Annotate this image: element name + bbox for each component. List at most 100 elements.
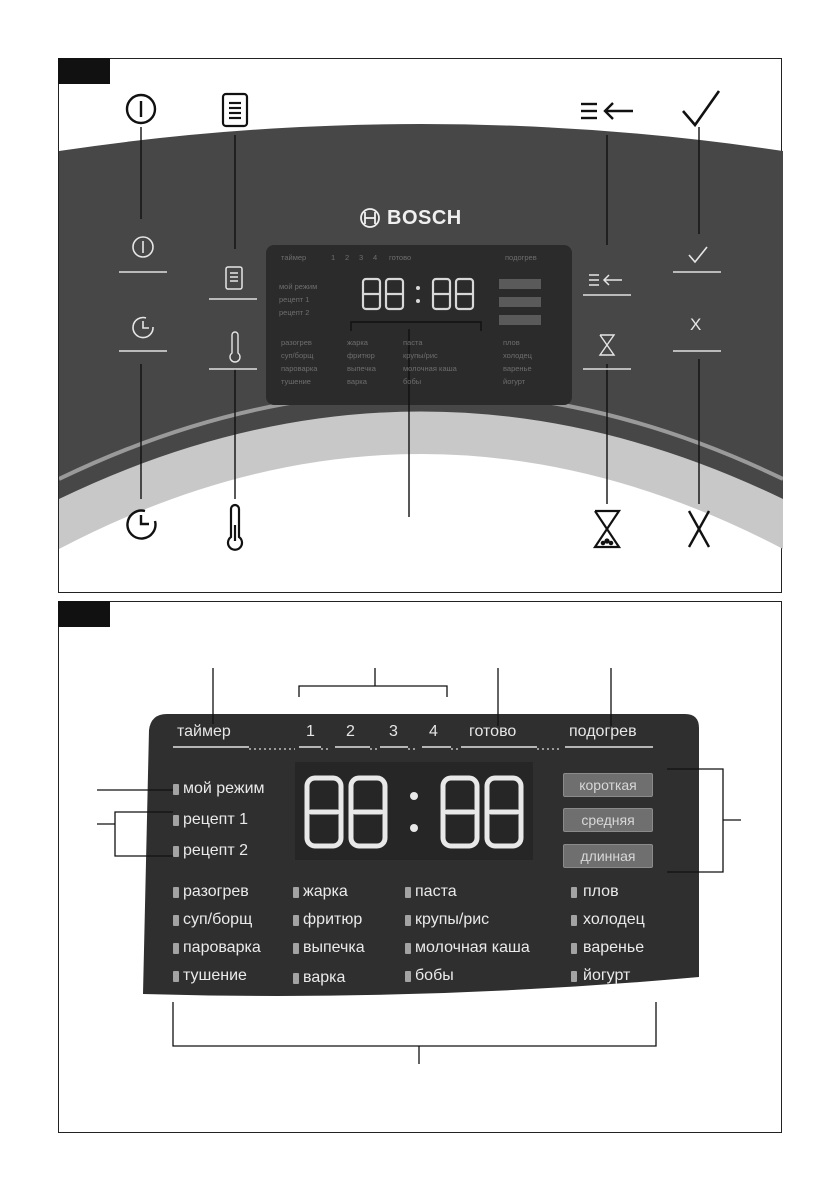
mini-p1-3: тушение <box>281 377 311 386</box>
mini-btn-2 <box>499 315 541 325</box>
program-pasta: паста <box>415 883 457 900</box>
mini-p3-3: бобы <box>403 377 422 386</box>
led-c3-1 <box>405 915 411 926</box>
list-back-icon <box>581 102 633 120</box>
mini-p4-0: плов <box>503 338 520 347</box>
program-deep-fry: фритюр <box>303 911 363 928</box>
seven-segment-display <box>304 775 524 849</box>
button-medium[interactable]: средняя <box>563 808 653 832</box>
mini-warm: подогрев <box>505 253 537 262</box>
mini-p3-1: крупы/рис <box>403 351 438 360</box>
program-reheat: разогрев <box>183 883 249 900</box>
mini-btn-0 <box>499 279 541 289</box>
power-button[interactable] <box>132 236 154 258</box>
led-c2-2 <box>293 943 299 954</box>
cancel-button-label[interactable]: X <box>690 315 702 334</box>
label-warm: подогрев <box>569 723 637 740</box>
program-fry: жарка <box>303 883 348 900</box>
outer-icons <box>125 90 721 551</box>
led-c4-1 <box>571 915 577 926</box>
clock-button[interactable] <box>132 316 154 339</box>
program-grains: крупы/рис <box>415 911 490 928</box>
led-c3-0 <box>405 887 411 898</box>
program-yogurt: йогурт <box>583 967 631 984</box>
mini-p2-3: варка <box>347 377 367 386</box>
menu-icon <box>221 92 249 128</box>
mini-d1: 1 <box>331 253 336 262</box>
body-button-icons <box>132 208 708 363</box>
mini-p2-2: выпечка <box>347 364 376 373</box>
thermometer-icon <box>226 503 244 551</box>
mode-recipe-1: рецепт 1 <box>183 811 249 828</box>
mini-d3: 3 <box>359 253 364 262</box>
led-c1-3 <box>173 971 179 982</box>
hourglass-icon <box>592 509 622 549</box>
led-c1-2 <box>173 943 179 954</box>
mini-mode-0: мой режим <box>279 282 318 291</box>
led-recipe-2 <box>173 846 179 857</box>
mini-ready: готово <box>389 253 412 262</box>
button-long[interactable]: длинная <box>563 844 653 868</box>
check-icon <box>682 90 721 128</box>
program-stew: тушение <box>183 967 247 984</box>
mini-p4-3: йогурт <box>503 377 526 386</box>
led-c3-3 <box>405 971 411 982</box>
mini-p3-2: молочная каша <box>403 364 457 373</box>
label-digit-2: 2 <box>346 723 355 740</box>
program-steam: пароварка <box>183 939 261 956</box>
program-aspic: холодец <box>583 911 645 928</box>
led-c4-0 <box>571 887 577 898</box>
power-icon <box>125 93 157 125</box>
led-c3-2 <box>405 943 411 954</box>
program-pilaf: плов <box>583 883 619 900</box>
mini-timer: таймер <box>281 253 307 262</box>
program-bake: выпечка <box>303 939 365 956</box>
figure-tab-2 <box>58 601 110 627</box>
program-porridge: молочная каша <box>415 939 530 956</box>
menu-button[interactable] <box>225 266 243 290</box>
program-soup: суп/борщ <box>183 911 253 928</box>
label-digit-4: 4 <box>429 723 438 740</box>
program-boil: варка <box>303 969 346 986</box>
cooker-drawing <box>59 124 783 549</box>
mini-p2-1: фритюр <box>347 351 375 360</box>
mini-p4-1: холодец <box>503 351 532 360</box>
led-c1-1 <box>173 915 179 926</box>
figure-tab <box>58 58 110 84</box>
led-c4-2 <box>571 943 577 954</box>
control-panel-figure: BOSCH X таймер 1 2 3 4 готово подогрев м… <box>58 58 783 593</box>
check-button-icon[interactable] <box>688 246 708 264</box>
mini-p2-0: жарка <box>347 338 368 347</box>
mini-p3-0: паста <box>403 338 423 347</box>
led-my-mode <box>173 784 179 795</box>
label-ready: готово <box>469 723 517 740</box>
mini-p1-1: суп/борщ <box>281 351 314 360</box>
mini-p1-0: разогрев <box>281 338 312 347</box>
x-cancel-icon <box>687 510 711 548</box>
brand-name: BOSCH <box>387 207 462 229</box>
button-short[interactable]: короткая <box>563 773 653 797</box>
mode-my-mode: мой режим <box>183 780 265 797</box>
label-digit-1: 1 <box>306 723 315 740</box>
bosch-logo-icon <box>360 208 380 228</box>
mini-mode-1: рецепт 1 <box>279 295 310 304</box>
label-timer: таймер <box>177 723 231 740</box>
list-back-button[interactable] <box>589 274 622 286</box>
led-c4-3 <box>571 971 577 982</box>
mini-btn-1 <box>499 297 541 307</box>
display-drawing <box>97 668 741 1064</box>
mini-d4: 4 <box>373 253 378 262</box>
hourglass-button[interactable] <box>598 334 616 356</box>
label-digit-3: 3 <box>389 723 398 740</box>
led-c2-0 <box>293 887 299 898</box>
led-c2-1 <box>293 915 299 926</box>
led-c1-0 <box>173 887 179 898</box>
led-c2-3 <box>293 973 299 984</box>
mini-p4-2: варенье <box>503 364 532 373</box>
display-detail-figure: таймер 1 2 3 4 готово подогрев мой режим… <box>58 601 782 1133</box>
program-beans: бобы <box>415 967 454 984</box>
clock-timer-icon <box>126 509 157 540</box>
program-jam: варенье <box>583 939 645 956</box>
thermometer-button[interactable] <box>229 331 241 363</box>
mini-mode-2: рецепт 2 <box>279 308 310 317</box>
